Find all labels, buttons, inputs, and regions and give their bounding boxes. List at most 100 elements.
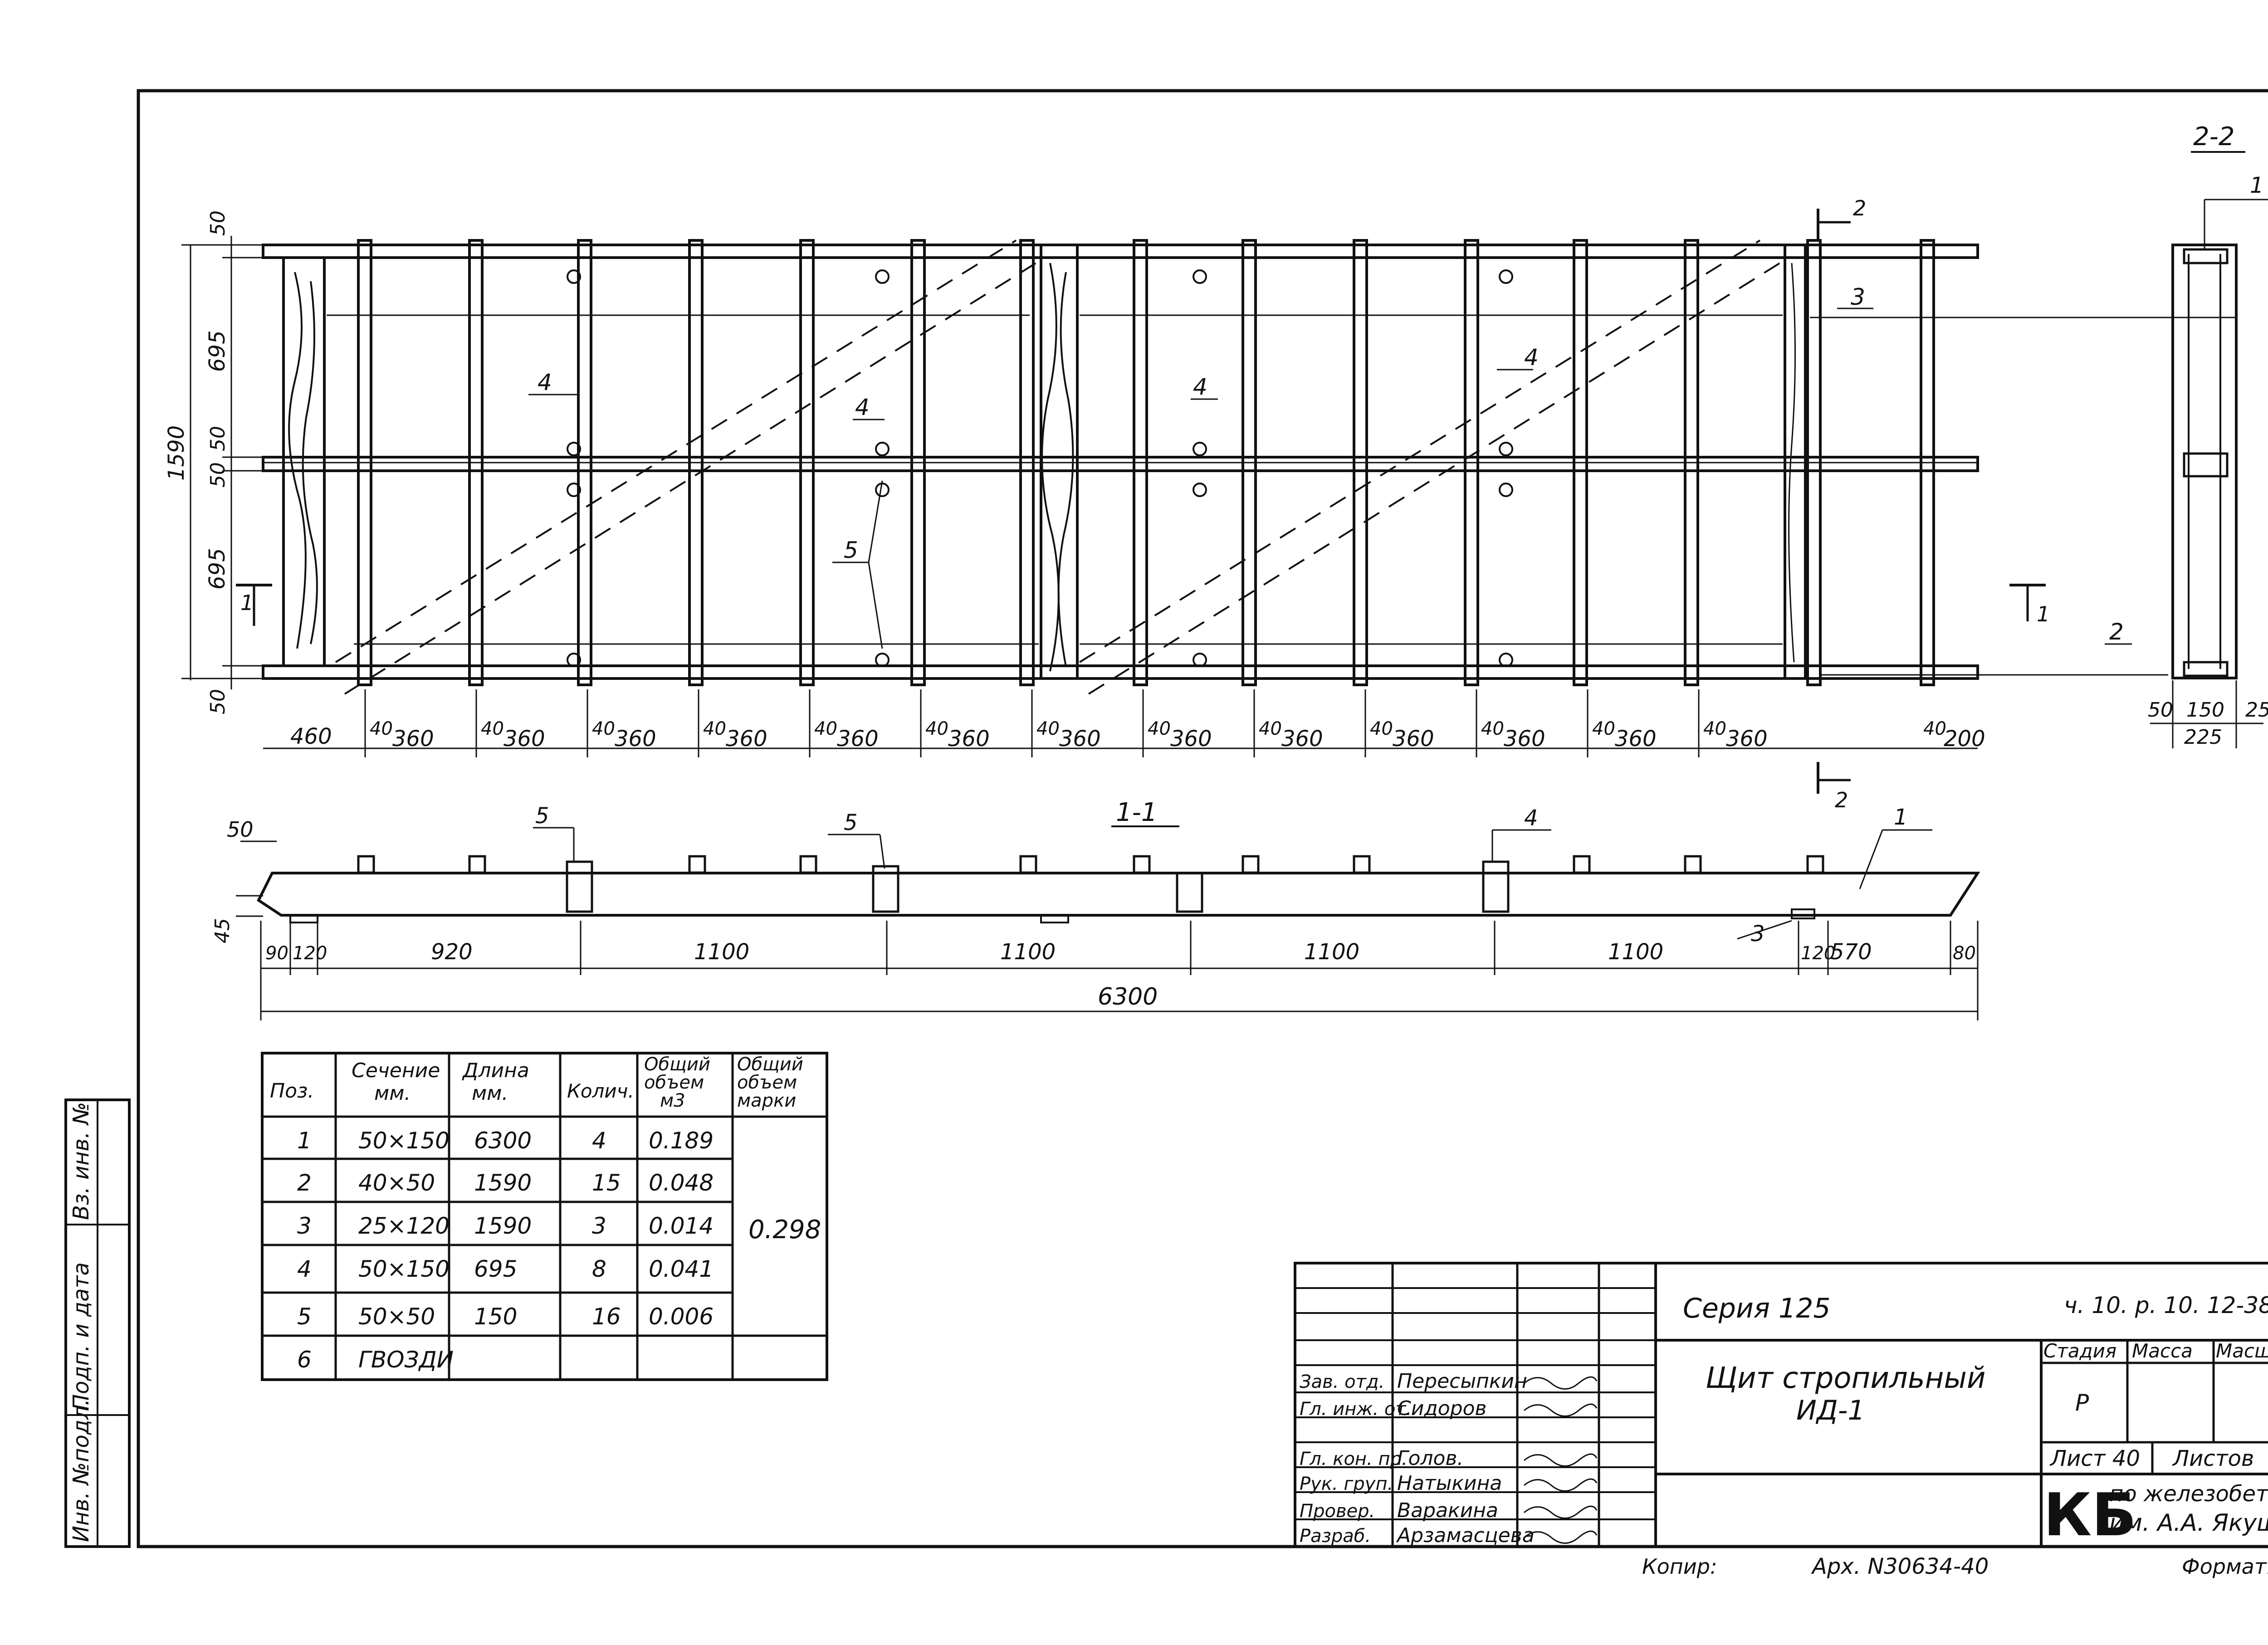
- callout-5-sec-a: 5: [535, 803, 549, 829]
- dim-batten-width: 40: [925, 718, 948, 739]
- dim-section-segment: 570: [1830, 939, 1872, 965]
- callout-4b: 4: [855, 394, 870, 420]
- section-cut-2: 2 2: [1817, 196, 1866, 812]
- batten: [577, 239, 592, 686]
- dim-edge-bottom: 50: [206, 689, 230, 714]
- dim-22-150: 150: [2186, 698, 2224, 722]
- svg-text:1: 1: [240, 591, 254, 615]
- dim-lower-panel: 695: [205, 548, 230, 590]
- spec-cell: 1590: [474, 1170, 532, 1196]
- spec-cell: 0.041: [649, 1256, 714, 1282]
- dim-section-segment: 120: [293, 943, 327, 964]
- spec-cell: 1590: [474, 1213, 532, 1239]
- spec-cell: 0.048: [649, 1170, 714, 1196]
- side-stamp: Инв. №подл. Подп. и дата Вз. инв. №: [64, 1098, 131, 1548]
- spec-h-vol2: объем: [644, 1072, 704, 1093]
- callout-3-sec: 3: [1751, 921, 1765, 947]
- callout-4c: 4: [1193, 374, 1207, 400]
- callout-4a: 4: [538, 369, 552, 395]
- section-batten: [1684, 855, 1702, 874]
- spec-cell: 0.006: [649, 1303, 714, 1330]
- signature: [1524, 1376, 1598, 1390]
- section-batten: [799, 855, 817, 874]
- dim-batten-width: 40: [1703, 718, 1726, 739]
- section-batten: [688, 855, 706, 874]
- svg-text:2: 2: [1835, 788, 1848, 812]
- signature: [1524, 1505, 1598, 1519]
- dim-section-segment: 920: [431, 939, 473, 965]
- dim-batten-width: 40: [1592, 718, 1615, 739]
- sheet-frame: [137, 89, 2268, 1548]
- dim-bay-width: 360: [615, 726, 656, 752]
- dim-edge-mid: 50: [206, 426, 230, 451]
- signature: [1524, 1478, 1598, 1492]
- archive-number: Арх. N30634-40: [1811, 1554, 1989, 1579]
- spec-cell: 150: [474, 1303, 517, 1330]
- spec-cell: 6: [297, 1347, 312, 1373]
- dim-bay-width: 360: [1726, 726, 1768, 752]
- spec-cell: ГВОЗДИ: [358, 1347, 454, 1373]
- spec-h-section: Сечение: [352, 1059, 440, 1082]
- spec-cell: 8: [592, 1256, 606, 1282]
- copy-note: Копир:: [1642, 1554, 1717, 1579]
- dim-bay-width: 360: [1504, 726, 1545, 752]
- spec-cell: 4: [592, 1128, 606, 1154]
- org-line1: по железобетону: [2109, 1481, 2268, 1507]
- series: Серия 125: [1683, 1293, 1831, 1324]
- spec-h-mark3: марки: [737, 1090, 796, 1111]
- section-batten: [1573, 855, 1591, 874]
- dim-first-bay: 460: [290, 724, 332, 749]
- section-batten: [1242, 855, 1260, 874]
- stamp-inv-replaced: Вз. инв. №: [68, 1102, 94, 1220]
- svg-text:1: 1: [2037, 602, 2050, 626]
- dim-bay-width: 360: [726, 726, 767, 752]
- callout-4-sec: 4: [1524, 805, 1538, 831]
- batten: [468, 239, 484, 686]
- dim-bay-width: 360: [1281, 726, 1323, 752]
- section-batten: [1353, 855, 1371, 874]
- dim-22-225: 225: [2184, 726, 2222, 749]
- dim-last-200: 200: [1944, 726, 1985, 752]
- staff-role: Разраб.: [1300, 1526, 1371, 1547]
- diagonal-braces: [335, 239, 1788, 695]
- stamp-inv-original: Инв. №подл.: [68, 1399, 94, 1542]
- dim-bay-width: 360: [1170, 726, 1212, 752]
- section-batten: [1133, 855, 1151, 874]
- spec-cell: 3: [297, 1213, 312, 1239]
- batten: [1242, 239, 1257, 686]
- sheets-label: Листов: [2172, 1446, 2254, 1471]
- section-blocks: [357, 855, 1824, 874]
- sheet-label: Лист 40: [2049, 1446, 2140, 1471]
- staff-name: Сидоров: [1397, 1397, 1486, 1420]
- dim-batten-width: 40: [814, 718, 837, 739]
- dim-bay-width: 360: [948, 726, 990, 752]
- dim-batten-width: 40: [481, 718, 504, 739]
- dim-sec-overall: 6300: [1098, 983, 1158, 1010]
- dim-edge-mid2: 50: [206, 462, 230, 488]
- spec-h-length-unit: мм.: [472, 1082, 508, 1105]
- callout-5-sec-b: 5: [844, 810, 858, 835]
- dim-bay-width: 360: [1059, 726, 1101, 752]
- spec-h-section-unit: мм.: [374, 1082, 411, 1105]
- staff-role: Гл. инж. от.: [1300, 1399, 1412, 1420]
- scale-label: Масштаб: [2216, 1340, 2268, 1362]
- staff-name: Натыкина: [1397, 1472, 1502, 1495]
- stage-label: Стадия: [2043, 1340, 2116, 1362]
- spec-cell: 4: [297, 1256, 312, 1282]
- batten: [357, 239, 372, 686]
- section-cut-1: 1 1: [236, 584, 2050, 626]
- section-batten: [1019, 855, 1037, 874]
- dim-batten-width: 40: [1148, 718, 1171, 739]
- dim-batten-width: 40: [1370, 718, 1393, 739]
- spec-cell: 40×50: [358, 1170, 435, 1196]
- dim-batten-width: 40: [1259, 718, 1282, 739]
- signature: [1524, 1403, 1598, 1417]
- signature: [1524, 1530, 1598, 1544]
- dim-22-25: 25: [2245, 698, 2268, 722]
- dim-section-segment: 1100: [694, 939, 749, 965]
